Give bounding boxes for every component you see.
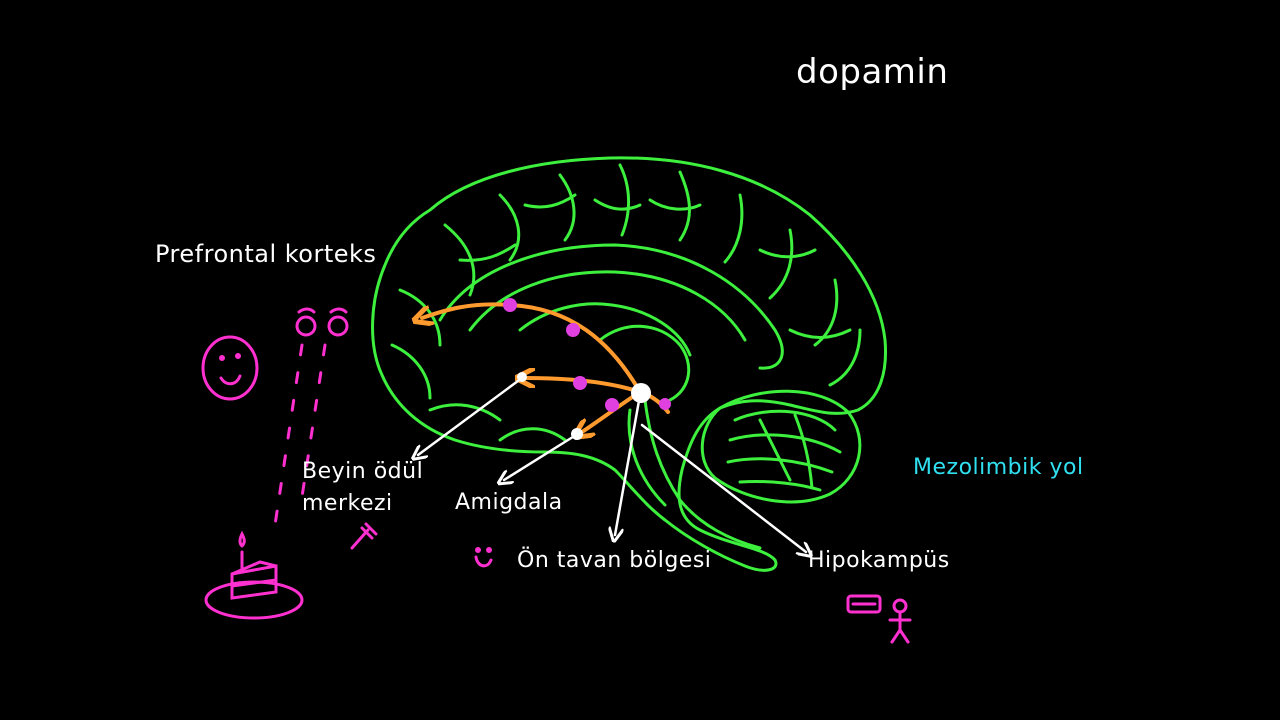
memory-card-icon bbox=[846, 594, 882, 614]
dopamine-dot bbox=[659, 398, 671, 410]
label-pointers bbox=[418, 376, 806, 552]
label-hippocampus: Hipokampüs bbox=[808, 548, 950, 573]
brain-outline bbox=[371, 156, 888, 572]
arrow-to-amygdala bbox=[582, 390, 642, 432]
label-reward-center-line2: merkezi bbox=[302, 491, 393, 516]
label-prefrontal-cortex: Prefrontal korteks bbox=[155, 240, 377, 268]
pointer-amygdala bbox=[504, 433, 578, 480]
dashed-line bbox=[273, 343, 304, 527]
arrow-to-prefrontal bbox=[422, 302, 642, 394]
label-reward-center-line1: Beyin ödül bbox=[302, 459, 424, 484]
dashed-line bbox=[298, 343, 327, 512]
vta-point bbox=[631, 383, 651, 403]
pointer-vta bbox=[615, 393, 642, 535]
doodles bbox=[201, 307, 912, 644]
cake-icon bbox=[204, 530, 304, 620]
eyes-icon bbox=[295, 307, 349, 337]
smiley-face-icon bbox=[201, 335, 259, 401]
dopamine-dot bbox=[566, 323, 580, 337]
lips-icon bbox=[474, 547, 493, 568]
pointer-reward-center bbox=[418, 376, 524, 455]
fork-icon bbox=[350, 522, 378, 550]
label-vta: Ön tavan bölgesi bbox=[517, 548, 712, 573]
dopamine-dot bbox=[605, 398, 619, 412]
label-reward-center: Beyin ödül merkezi bbox=[302, 456, 423, 520]
label-amygdala: Amigdala bbox=[455, 490, 563, 515]
dopamine-dots bbox=[503, 298, 671, 412]
diagram-title: dopamin bbox=[796, 52, 949, 92]
arrow-to-reward-center bbox=[525, 378, 642, 394]
stick-figure-icon bbox=[888, 598, 912, 644]
dopamine-dot bbox=[503, 298, 517, 312]
pointer-hippocampus bbox=[640, 423, 806, 552]
label-mesolimbic-pathway: Mezolimbik yol bbox=[913, 455, 1084, 480]
dopamine-dot bbox=[573, 376, 587, 390]
